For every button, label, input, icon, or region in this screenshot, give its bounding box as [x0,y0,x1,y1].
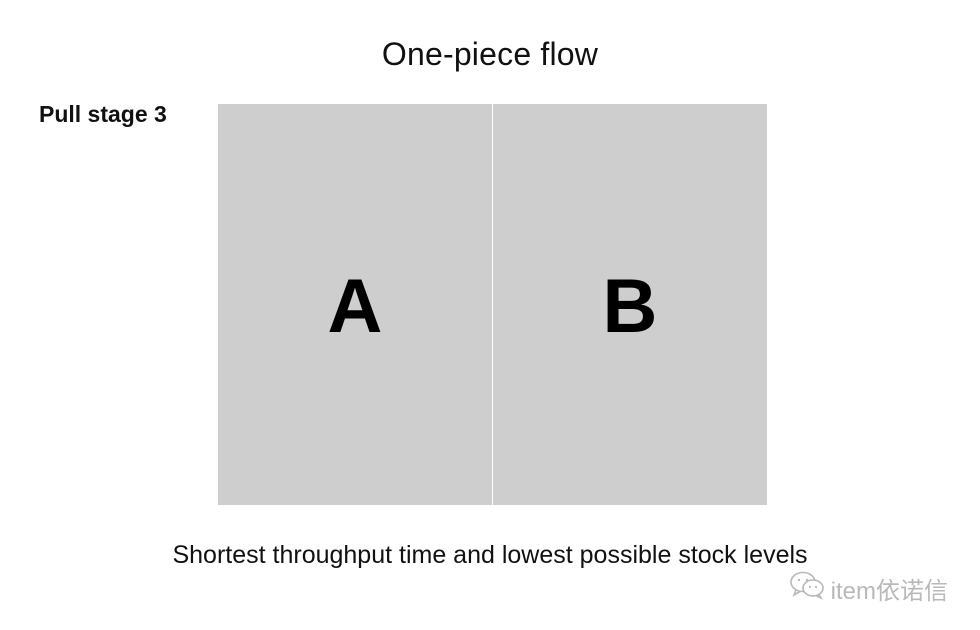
station-a-label: A [327,263,383,349]
stage-label: Pull stage 3 [39,101,167,127]
flow-diagram: A B [218,104,767,505]
diagram-title: One-piece flow [381,36,599,72]
station-b-label: B [602,263,658,349]
diagram-caption: Shortest throughput time and lowest poss… [172,541,808,569]
station-b-box: B [492,104,767,505]
watermark: item依诺信 [789,570,948,607]
wechat-icon [789,570,825,607]
watermark-text: item依诺信 [830,578,948,605]
station-a-box: A [218,104,492,505]
